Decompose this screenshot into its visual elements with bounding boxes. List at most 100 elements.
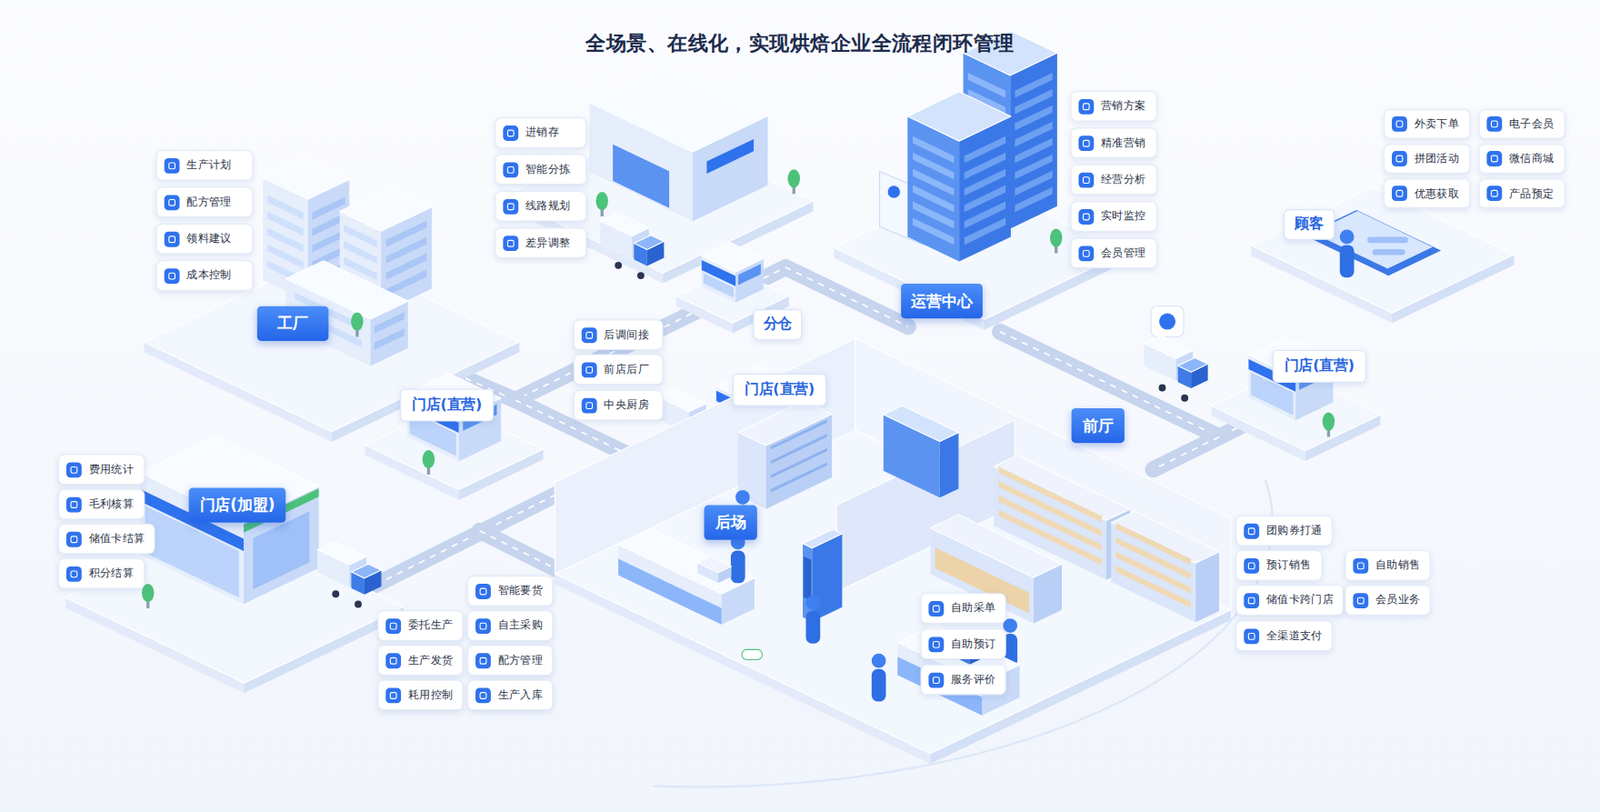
- cake-row: [1115, 522, 1191, 565]
- feature-tag: 生产入库: [467, 680, 553, 711]
- building-top: [907, 91, 1011, 141]
- feature-tag: 精准营销: [1070, 127, 1157, 159]
- feature-tag: 差异调整: [494, 227, 587, 259]
- feature-tag: 外卖下单: [1383, 109, 1470, 140]
- person-body: [1340, 244, 1355, 278]
- truck-cargo-top: [1143, 335, 1193, 360]
- shelf-board: [770, 433, 828, 464]
- tree: [1322, 411, 1335, 430]
- feature-tag: 自助销售: [1344, 550, 1430, 581]
- node-text: 耗用控制: [408, 688, 453, 703]
- node-text: 领料建议: [186, 231, 231, 247]
- person-head: [871, 653, 887, 669]
- counter-front: [618, 559, 722, 625]
- building-top: [262, 158, 350, 200]
- platform-top: [143, 251, 520, 432]
- feature-icon: [1352, 592, 1369, 609]
- node-text: 委托生产: [408, 618, 453, 633]
- platform-top: [1250, 187, 1514, 313]
- node-text: 前店后厂: [603, 361, 649, 377]
- feature-tag: 营销方案: [1070, 90, 1157, 122]
- node-text: 后调间接: [603, 327, 649, 342]
- feature-icon: [502, 198, 519, 214]
- feature-tag: 拼团活动: [1383, 143, 1470, 174]
- feature-tag: 自主采购: [467, 610, 553, 641]
- tree: [141, 583, 154, 602]
- feature-icon: [1391, 150, 1408, 167]
- feature-icon: [1352, 557, 1369, 573]
- feature-icon: [502, 161, 519, 178]
- node-text: 中央厨房: [603, 398, 649, 413]
- building-window: [267, 195, 304, 220]
- tree: [1050, 228, 1062, 247]
- cake-shelf-top: [1110, 510, 1220, 563]
- feature-tag: 成本控制: [156, 260, 254, 291]
- building-window: [912, 136, 954, 164]
- feature-tag: 进销存: [494, 117, 587, 149]
- node-text: 营销方案: [1100, 99, 1146, 114]
- node-text: 生产计划: [186, 158, 231, 173]
- cake-shelf-top: [993, 455, 1130, 521]
- feature-tag: 经营分析: [1070, 164, 1157, 196]
- cake-shelf-right: [1195, 551, 1220, 622]
- feature-tag: 配方管理: [156, 186, 254, 218]
- shelf-board: [770, 419, 828, 450]
- site-label: 门店(直营): [1272, 350, 1367, 383]
- feature-icon: [1243, 557, 1260, 573]
- building-left: [907, 116, 960, 262]
- feature-icon: [66, 461, 82, 478]
- node-text: 会员业务: [1375, 592, 1420, 608]
- site-label: 门店(直营): [732, 373, 827, 407]
- node-text: 门店(直营): [744, 380, 815, 400]
- feature-icon: [1078, 171, 1094, 188]
- node-text: 实时监控: [1100, 209, 1146, 224]
- storage-shelf-right: [940, 432, 960, 499]
- feature-icon: [928, 636, 944, 652]
- site-label: 运营中心: [900, 283, 983, 319]
- feature-icon: [1243, 522, 1260, 539]
- feature-tag: 线路规划: [494, 190, 587, 222]
- feature-tag: 自助预订: [920, 628, 1006, 660]
- feature-tag: 生产计划: [156, 150, 254, 181]
- building-window: [1014, 72, 1052, 99]
- warehouse-top: [589, 66, 768, 152]
- feature-icon: [66, 530, 82, 547]
- person-head: [806, 595, 821, 610]
- person-body: [871, 669, 887, 702]
- feature-icon: [928, 671, 944, 688]
- feature-icon: [475, 687, 491, 703]
- node-text: 服务评价: [950, 672, 996, 688]
- node-text: 自助采单: [950, 600, 996, 616]
- feature-tag: 委托生产: [377, 610, 463, 641]
- feature-icon: [581, 327, 598, 343]
- feature-tag: 耗用控制: [377, 680, 463, 711]
- site-label: 门店(直营): [400, 389, 494, 422]
- truck-wheel: [354, 600, 362, 609]
- feature-icon: [581, 397, 598, 413]
- diagram-title: 全场景、在线化，实现烘焙企业全流程闭环管理: [0, 30, 1600, 58]
- truck-cargo-top: [657, 388, 707, 412]
- feature-icon: [164, 268, 180, 284]
- feature-icon: [385, 618, 401, 634]
- truck-cab-top: [633, 235, 664, 250]
- node-text: 配方管理: [186, 194, 231, 210]
- feature-tag: 储值卡结算: [58, 523, 156, 555]
- node-text: 分仓: [763, 315, 792, 334]
- kiosk-top: [802, 529, 842, 549]
- node-text: 毛利核算: [89, 497, 134, 512]
- node-text: 生产入库: [498, 688, 543, 703]
- bubble-mark: [1159, 313, 1176, 330]
- bubble: [1150, 306, 1184, 338]
- feature-tag: 智能要货: [467, 575, 553, 607]
- feature-icon: [1486, 150, 1502, 167]
- feature-tag: 中央厨房: [573, 390, 664, 421]
- feature-tag: 前店后厂: [573, 353, 664, 385]
- node-text: 工厂: [277, 313, 309, 333]
- cake-row: [998, 466, 1102, 522]
- feature-icon: [1243, 592, 1260, 609]
- node-text: 顾客: [1294, 215, 1323, 234]
- feature-icon: [1078, 135, 1094, 151]
- road-marking: [1152, 436, 1220, 470]
- feature-tag: 预订销售: [1235, 550, 1322, 581]
- node-text: 积分结算: [89, 566, 134, 581]
